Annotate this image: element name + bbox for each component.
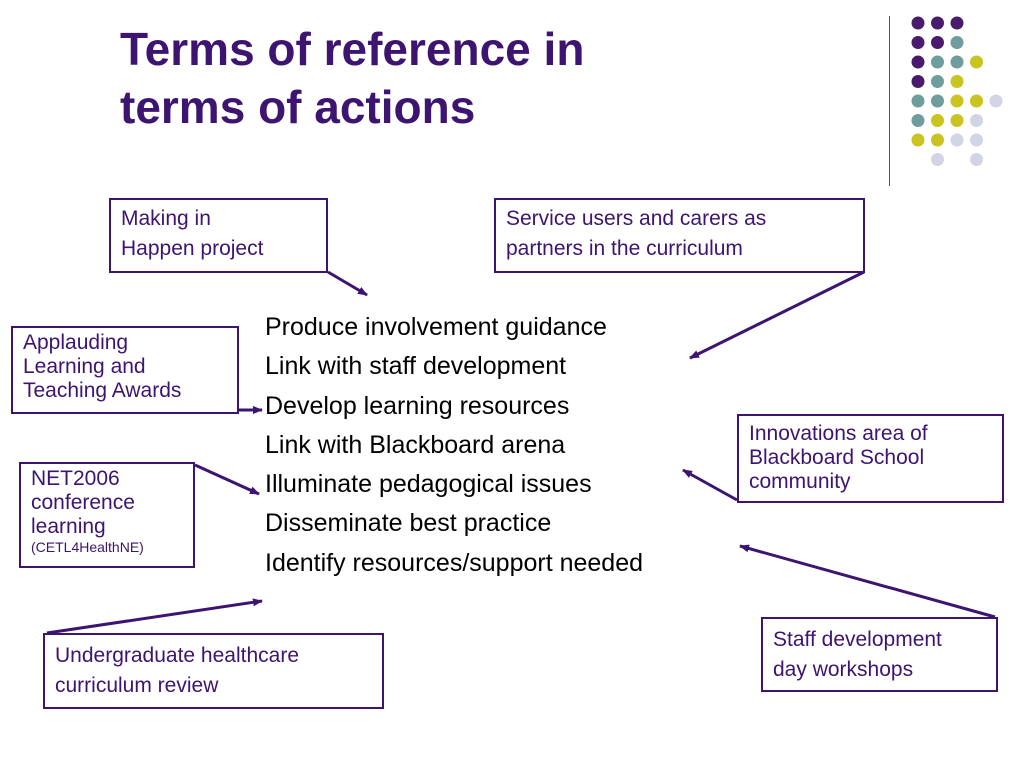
decorative-dot (970, 114, 983, 127)
box-text: Happen project (121, 237, 264, 260)
making-it-happen-box: Making in Happen project (109, 198, 328, 273)
box-text-small: (CETL4HealthNE) (31, 539, 144, 555)
decorative-dot (911, 16, 925, 30)
box-text: Applauding (23, 331, 129, 354)
decorative-dot (931, 153, 944, 166)
decorative-dot (931, 133, 944, 147)
decorative-dot (931, 55, 944, 69)
action-item: Illuminate pedagogical issues (265, 470, 592, 499)
arrow-undergraduate (46, 598, 263, 635)
decorative-dot (931, 36, 944, 49)
box-text: Making in (121, 207, 211, 230)
action-item: Develop learning resources (265, 391, 570, 420)
box-text: conference (31, 491, 135, 514)
decorative-dot (970, 94, 983, 108)
decorative-dot (950, 114, 964, 127)
slide-title: Terms of reference in terms of actions (120, 20, 584, 136)
decorative-dot (911, 55, 925, 69)
box-text: Undergraduate healthcare (55, 644, 300, 667)
decorative-dot (950, 94, 964, 108)
box-text: day workshops (773, 658, 914, 681)
net2006-box: NET2006 conference learning (CETL4Health… (19, 462, 195, 568)
slide-title-line-1: Terms of reference in (120, 23, 585, 75)
box-text: Innovations area of (749, 422, 928, 445)
decorative-dot (931, 94, 944, 108)
decorative-dot (950, 75, 964, 88)
decorative-dot (950, 16, 964, 30)
arrow-service-users (689, 270, 865, 360)
arrow-making-it-happen (327, 270, 368, 297)
decorative-dot (911, 94, 925, 108)
slide-title-line-2: terms of actions (120, 81, 476, 133)
action-item: Disseminate best practice (265, 509, 552, 538)
action-item: Link with Blackboard arena (265, 430, 566, 459)
arrow-staff-development (739, 544, 996, 619)
decorative-dot (950, 36, 964, 49)
box-text: Blackboard School (749, 446, 925, 469)
arrow-net2006 (194, 463, 260, 496)
box-text: community (749, 470, 851, 493)
decorative-dot (950, 133, 964, 147)
decorative-dot (911, 133, 925, 147)
box-text: Learning and (23, 355, 146, 378)
box-text: Staff development (773, 628, 942, 651)
staff-development-box: Staff development day workshops (761, 617, 998, 692)
action-item: Link with staff development (265, 352, 567, 381)
box-text: NET2006 (31, 467, 120, 490)
action-item: Produce involvement guidance (265, 313, 607, 341)
decorative-dot (989, 94, 1003, 108)
decorative-dot (931, 75, 944, 88)
decorative-dot (911, 36, 925, 49)
decorative-dot (931, 114, 944, 127)
decorative-dot (970, 133, 983, 147)
decorative-dot (911, 75, 925, 88)
applauding-box: Applauding Learning and Teaching Awards (11, 326, 239, 414)
decorative-dot-grid (911, 16, 1003, 166)
undergraduate-review-box: Undergraduate healthcare curriculum revi… (43, 633, 384, 709)
box-text: Teaching Awards (23, 379, 182, 402)
actions-list: Produce involvement guidance Link with s… (265, 308, 643, 583)
box-text: partners in the curriculum (506, 237, 743, 260)
title-divider-line (889, 16, 890, 186)
service-users-box: Service users and carers as partners in … (494, 198, 865, 273)
decorative-dot (970, 153, 983, 166)
decorative-dot (931, 16, 944, 30)
box-text: curriculum review (55, 674, 219, 697)
action-item: Identify resources/support needed (265, 548, 644, 577)
box-text: learning (31, 515, 106, 538)
decorative-dot (911, 114, 925, 127)
innovations-box: Innovations area of Blackboard School co… (737, 414, 1004, 503)
decorative-dot (950, 55, 964, 69)
box-text: Service users and carers as (506, 207, 767, 230)
decorative-dot (970, 55, 983, 69)
arrow-innovations (682, 468, 738, 502)
